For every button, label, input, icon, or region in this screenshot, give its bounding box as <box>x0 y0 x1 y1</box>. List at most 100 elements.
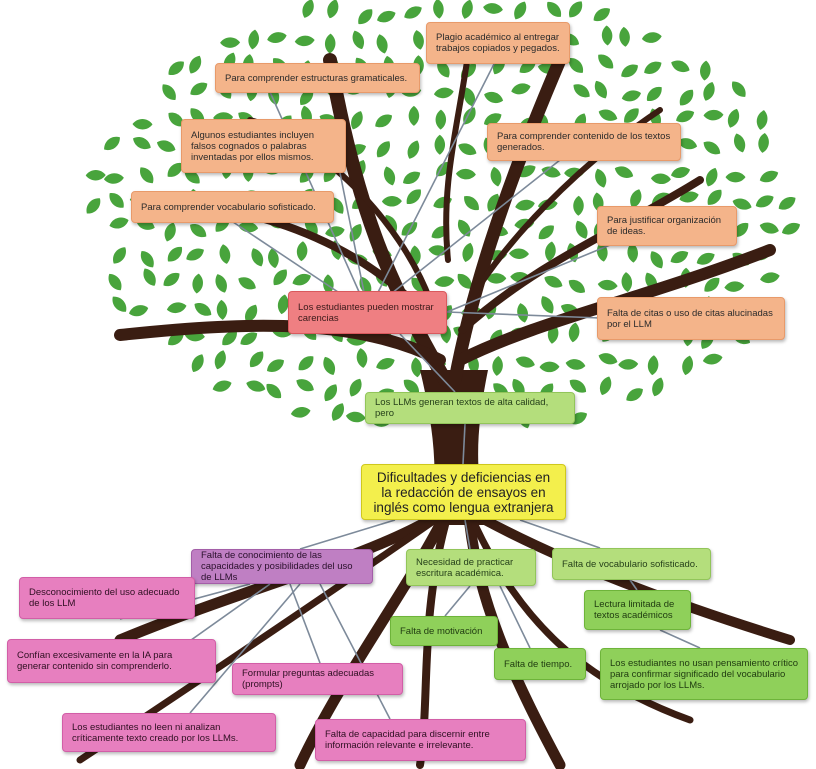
branch-shape <box>448 53 567 387</box>
leaf-icon <box>462 242 474 263</box>
leaf-icon <box>626 388 643 402</box>
leaf-icon <box>650 173 671 185</box>
root-leaf-motivation: Falta de motivación <box>390 616 498 646</box>
leaf-icon <box>113 247 126 264</box>
root-leaf-critical-thinking: Los estudiantes no usan pensamiento crít… <box>600 648 808 700</box>
leaf-icon <box>383 166 396 186</box>
leaf-icon <box>514 1 527 20</box>
leaf-icon <box>677 138 698 150</box>
leaf-icon <box>435 109 447 130</box>
leaf-icon <box>296 241 308 262</box>
leaf-icon <box>132 118 153 130</box>
leaf-icon <box>376 34 388 54</box>
leaf-icon <box>109 217 129 229</box>
leaf-icon <box>593 8 610 22</box>
leaf-icon <box>644 61 662 74</box>
leaf-icon <box>630 189 642 208</box>
leaf-icon <box>624 108 639 123</box>
leaf-icon <box>240 332 258 345</box>
leaf-icon <box>189 55 202 74</box>
leaf-icon <box>484 91 504 104</box>
leaf-icon <box>515 199 535 211</box>
leaf-icon <box>216 299 228 320</box>
leaf-icon <box>544 275 563 288</box>
leaf-icon <box>568 322 580 343</box>
leaf-icon <box>324 33 336 54</box>
leaf-icon <box>167 162 183 177</box>
leaf-icon <box>461 0 473 19</box>
leaf-icon <box>457 273 472 289</box>
leaf-icon <box>733 222 749 237</box>
leaf-icon <box>618 359 639 370</box>
leaf-icon <box>706 167 718 187</box>
leaf-icon <box>621 64 638 78</box>
leaf-icon <box>682 355 694 376</box>
leaf-icon <box>433 87 454 99</box>
leaf-icon <box>573 84 590 98</box>
leaf-icon <box>108 273 122 291</box>
leaf-node-false-cognates: Algunos estudiantes incluyen falsos cogn… <box>181 119 346 173</box>
root-leaf-llm-usage: Desconocimiento del uso adecuado de los … <box>19 577 195 619</box>
connector-line <box>299 519 396 550</box>
leaf-icon <box>324 384 337 402</box>
connector-line <box>319 583 391 720</box>
leaf-icon <box>755 195 774 208</box>
leaf-icon <box>352 30 364 50</box>
leaf-icon <box>290 406 311 418</box>
leaf-icon <box>298 356 314 371</box>
leaf-icon <box>266 383 282 399</box>
leaf-node-grammar: Para comprender estructuras gramaticales… <box>215 63 420 93</box>
leaf-icon <box>670 166 691 179</box>
leaf-icon <box>166 302 187 314</box>
leaf-icon <box>647 355 659 376</box>
leaf-icon <box>781 222 801 235</box>
root-node-vocabulary: Falta de vocabulario sofisticado. <box>552 548 711 580</box>
leaf-icon <box>760 272 780 284</box>
leaf-icon <box>267 359 284 372</box>
connector-line <box>399 333 456 393</box>
leaf-icon <box>376 358 395 370</box>
leaf-icon <box>358 9 373 25</box>
leaf-icon <box>375 114 392 128</box>
leaf-icon <box>601 25 613 46</box>
leaf-icon <box>408 105 420 126</box>
leaf-icon <box>679 89 694 106</box>
leaf-icon <box>133 137 151 150</box>
leaf-icon <box>403 171 421 184</box>
leaf-icon <box>457 219 471 237</box>
root-leaf-no-critical-reading: Los estudiantes no leen ni analizan crít… <box>62 713 276 752</box>
leaf-node-content: Para comprender contenido de los textos … <box>487 123 681 161</box>
leaf-icon <box>163 272 180 287</box>
leaf-icon <box>128 305 149 317</box>
leaf-icon <box>703 82 715 101</box>
leaf-node-citations: Falta de citas o uso de citas alucinadas… <box>597 297 785 340</box>
leaf-icon <box>376 141 390 158</box>
leaf-icon <box>547 1 562 17</box>
leaf-icon <box>140 167 154 184</box>
leaf-icon <box>758 132 769 153</box>
leaf-icon <box>458 143 477 156</box>
leaf-icon <box>212 380 232 392</box>
leaf-icon <box>595 168 607 188</box>
leaf-icon <box>219 244 231 264</box>
leaf-icon <box>599 376 612 396</box>
leaf-icon <box>676 110 695 123</box>
leaf-icon <box>569 1 583 18</box>
root-leaf-time: Falta de tiempo. <box>494 648 586 680</box>
root-leaf-discernment: Falta de capacidad para discernir entre … <box>315 719 526 761</box>
leaf-icon <box>168 112 184 127</box>
leaf-icon <box>220 37 241 48</box>
connector-line <box>499 585 531 649</box>
leaf-node-plagiarism: Plagio académico al entregar trabajos co… <box>426 22 570 64</box>
leaf-icon <box>700 60 711 81</box>
leaf-icon <box>455 168 476 180</box>
leaf-icon <box>277 294 289 315</box>
leaf-icon <box>407 140 420 159</box>
leaf-icon <box>248 29 259 50</box>
leaf-icon <box>246 380 266 392</box>
leaf-icon <box>759 222 779 234</box>
leaf-icon <box>512 378 525 397</box>
root-leaf-limited-reading: Lectura limitada de textos académicos <box>584 590 691 630</box>
leaf-icon <box>437 60 450 78</box>
